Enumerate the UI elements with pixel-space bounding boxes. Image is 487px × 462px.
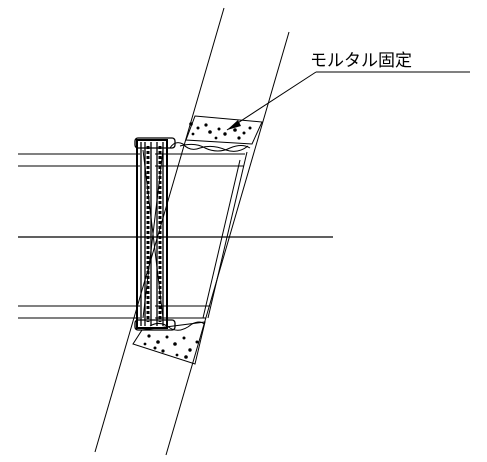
reveal-line-inner: [207, 151, 248, 319]
lower-mortar-block: [132, 321, 206, 365]
frame-outer: [136, 139, 168, 329]
upper-mortar-block: [169, 115, 263, 152]
lower-seal: [149, 321, 205, 331]
diagonal-2: [142, 149, 164, 319]
horizontal-lines: [18, 153, 333, 319]
upper-seal: [169, 142, 249, 152]
lower-mortar-outline: [132, 321, 206, 365]
window-frame: [134, 137, 176, 331]
upper-mortar-outline: [185, 115, 263, 145]
frame-diagonals: [142, 149, 164, 319]
wall-line-left: [94, 7, 225, 453]
frame-sill-detail: [134, 319, 176, 331]
mortar-dots-upper: [189, 122, 252, 140]
mortar-callout: モルタル固定: [226, 51, 470, 131]
mortar-dots-lower: [143, 334, 199, 359]
frame-head-detail: [134, 137, 176, 149]
wall-outline: [94, 7, 290, 456]
leader-arrowhead: [227, 120, 241, 130]
leader-line: [226, 71, 317, 131]
upper-mortar-fill-pattern: [179, 143, 251, 152]
reveal-line-inner-2: [202, 159, 241, 319]
mortar-label: モルタル固定: [310, 51, 412, 71]
wall-line-right: [165, 31, 290, 456]
